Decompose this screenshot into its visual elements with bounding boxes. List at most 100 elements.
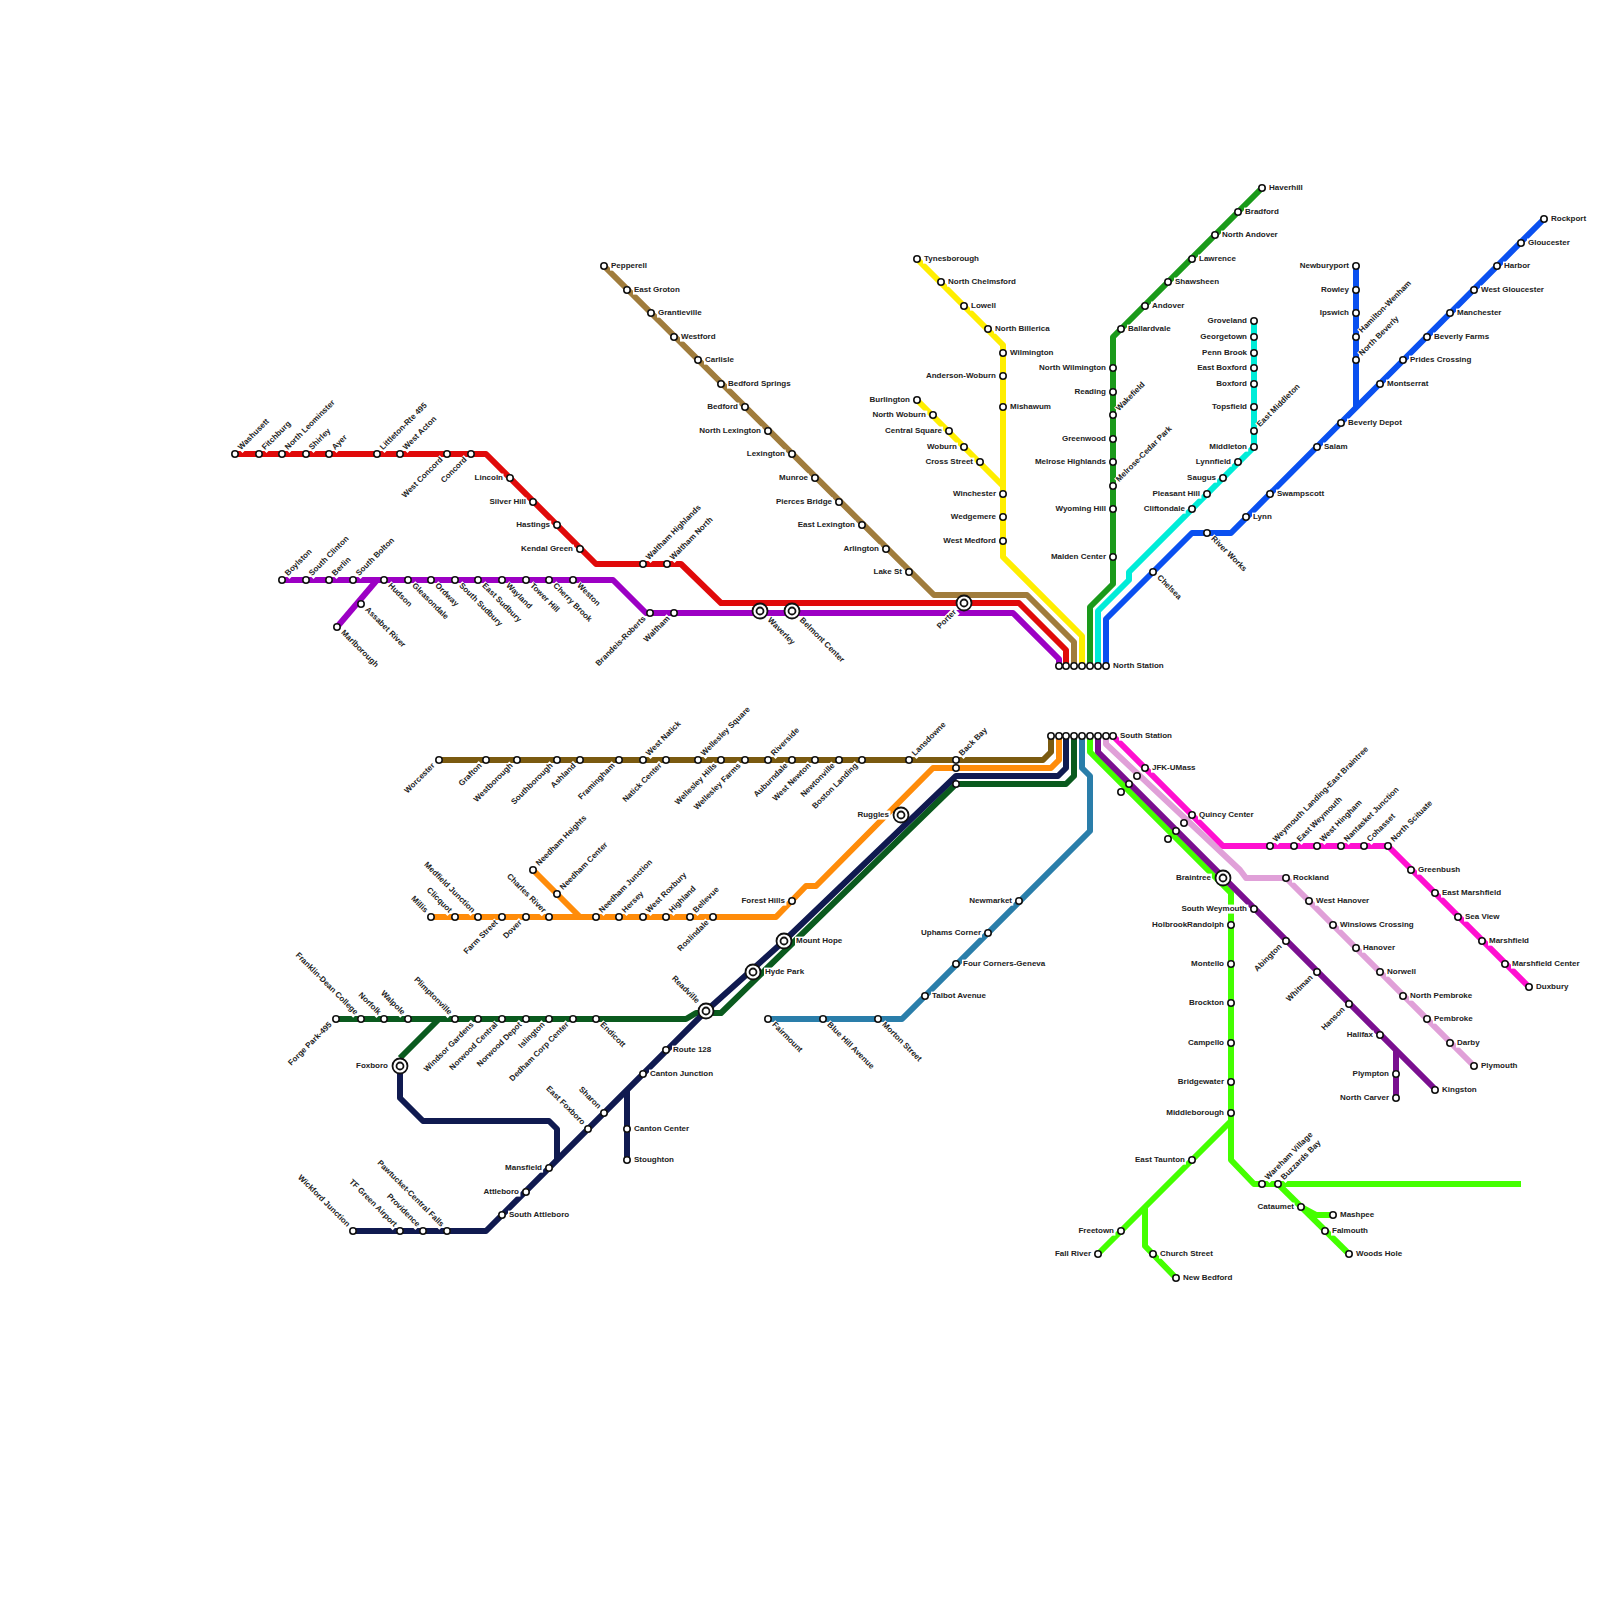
station-label: Mashpee <box>1339 1211 1375 1220</box>
station-dot <box>1118 326 1124 332</box>
station-dot <box>1204 530 1210 536</box>
interchange-ring <box>699 1004 714 1019</box>
station-label: Mount Hope <box>795 937 843 946</box>
station-label: Lake St <box>873 568 903 577</box>
station-dot <box>405 577 411 583</box>
station-label: Reading <box>1073 388 1107 397</box>
station-label: Lansdowne <box>910 720 949 759</box>
station-dot <box>985 930 991 936</box>
station-dot <box>483 757 489 763</box>
station-dot <box>577 757 583 763</box>
station-dot <box>1071 663 1077 669</box>
station-dot <box>1471 287 1477 293</box>
station-dot <box>232 451 238 457</box>
station-dot <box>906 757 912 763</box>
station-label: Hanson <box>1319 1005 1347 1033</box>
station-dot <box>397 1228 403 1234</box>
station-dot <box>914 397 920 403</box>
station-label: Sea View <box>1464 913 1501 922</box>
station-label: Brandeis-Roberts <box>594 614 649 669</box>
label-layer: North StationWashusettFitchburgNorth Leo… <box>16 16 1584 1584</box>
station-label: Stoughton <box>633 1156 675 1165</box>
rail-line <box>1393 1050 1399 1098</box>
station-label: Hanover <box>1362 944 1396 953</box>
station-label: Belmont Center <box>797 616 847 666</box>
station-dot <box>1110 365 1116 371</box>
station-dot <box>358 601 364 607</box>
station-label: Montserrat <box>1386 380 1429 389</box>
rail-line <box>917 400 1003 486</box>
station-dot <box>1338 843 1344 849</box>
station-label: Andover <box>1151 302 1185 311</box>
station-dot <box>1150 1251 1156 1257</box>
station-label: Newburyport <box>1299 262 1350 271</box>
interchange-ring <box>746 965 761 980</box>
station-dot <box>468 451 474 457</box>
station-label: Grantieville <box>657 309 703 318</box>
station-dot <box>1322 1228 1328 1234</box>
station-label: Lowell <box>970 302 997 311</box>
station-label: Mansfield <box>504 1164 543 1173</box>
station-dot <box>663 1047 669 1053</box>
station-dot <box>640 1071 646 1077</box>
station-dot <box>436 757 442 763</box>
rail-line <box>400 1019 439 1058</box>
station-dot <box>640 561 646 567</box>
station-dot <box>546 914 552 920</box>
station-dot <box>1353 945 1359 951</box>
station-label: Prides Crossing <box>1409 356 1472 365</box>
station-dot <box>1353 287 1359 293</box>
station-label: Kingston <box>1441 1086 1478 1095</box>
station-label: Wilmington <box>1009 349 1054 358</box>
station-dot <box>1095 663 1101 669</box>
station-dot <box>499 1016 505 1022</box>
station-label: Forge Park-495 <box>286 1020 335 1069</box>
station-dot <box>523 1016 529 1022</box>
station-label: Abington <box>1252 942 1284 974</box>
station-dot <box>523 914 529 920</box>
station-label: Attleboro <box>482 1188 520 1197</box>
station-label: Lexington <box>746 450 786 459</box>
station-dot <box>1393 1095 1399 1101</box>
station-dot <box>789 898 795 904</box>
station-label: Woods Hole <box>1355 1250 1403 1259</box>
station-dot <box>671 334 677 340</box>
station-dot <box>554 757 560 763</box>
station-label: Greenbush <box>1417 866 1461 875</box>
station-dot <box>350 577 356 583</box>
station-label: Plympton <box>1352 1070 1390 1079</box>
station-dot <box>1291 843 1297 849</box>
station-dot <box>523 1189 529 1195</box>
station-dot <box>546 577 552 583</box>
station-dot <box>1189 256 1195 262</box>
station-dot <box>397 1063 403 1069</box>
station-label: Foxboro <box>355 1062 389 1071</box>
station-dot <box>1063 663 1069 669</box>
station-dot <box>1377 969 1383 975</box>
station-dot <box>1235 209 1241 215</box>
station-dot <box>1087 663 1093 669</box>
station-dot <box>475 914 481 920</box>
station-dot <box>859 757 865 763</box>
station-label: Bedford <box>706 403 739 412</box>
station-label: Middleborough <box>1165 1109 1225 1118</box>
station-dot <box>1283 938 1289 944</box>
station-label: Marshfield Center <box>1511 960 1581 969</box>
station-dot <box>1541 216 1547 222</box>
station-dot <box>859 522 865 528</box>
station-dot <box>953 765 959 771</box>
station-label: Bridgewater <box>1177 1078 1225 1087</box>
station-dot <box>820 1016 826 1022</box>
station-dot <box>334 624 340 630</box>
station-dot <box>1393 1071 1399 1077</box>
station-dot <box>836 757 842 763</box>
station-label: Wyoming Hill <box>1054 505 1107 514</box>
station-label: Freetown <box>1077 1227 1115 1236</box>
station-label: Natick Center <box>621 761 665 805</box>
station-dot <box>648 310 654 316</box>
rail-line <box>624 1090 630 1160</box>
station-dot <box>977 459 983 465</box>
rail-line <box>1113 736 1529 987</box>
station-dot <box>1479 938 1485 944</box>
station-dot <box>1118 1228 1124 1234</box>
